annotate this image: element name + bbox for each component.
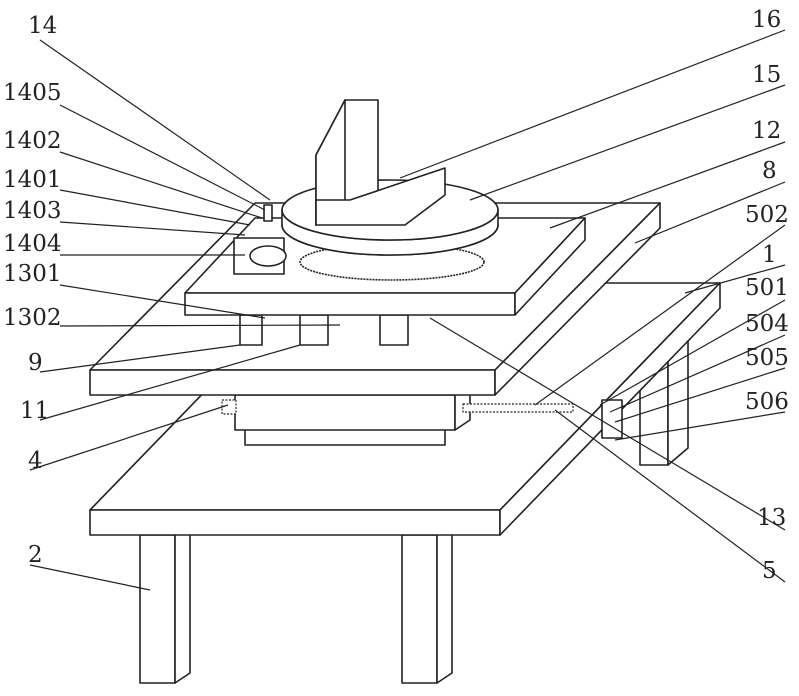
label-502: 502 [745, 202, 789, 228]
label-15: 15 [752, 62, 781, 88]
label-5: 5 [762, 558, 777, 584]
label-11: 11 [20, 398, 49, 424]
label-1: 1 [762, 242, 777, 268]
label-9: 9 [28, 350, 43, 376]
label-1405: 1405 [3, 80, 62, 106]
label-1401: 1401 [3, 167, 62, 193]
label-1402: 1402 [3, 128, 62, 154]
l-fixture [315, 99, 446, 226]
sliders [239, 314, 409, 346]
label-1301: 1301 [3, 261, 62, 287]
label-8: 8 [762, 158, 777, 184]
label-12: 12 [752, 118, 781, 144]
callout-labels-left: 14 1405 1402 1401 1403 1404 1301 1302 9 … [3, 13, 62, 568]
leader-lines [29, 29, 786, 591]
label-506: 506 [745, 389, 789, 415]
label-13: 13 [757, 505, 786, 531]
label-501: 501 [745, 275, 789, 301]
label-504: 504 [745, 311, 789, 337]
label-14: 14 [28, 13, 57, 39]
label-2: 2 [28, 542, 43, 568]
label-4: 4 [28, 448, 43, 474]
label-1403: 1403 [3, 198, 62, 224]
label-505: 505 [745, 345, 789, 371]
label-1302: 1302 [3, 305, 62, 331]
slide-block [221, 384, 623, 446]
callout-labels-right: 16 15 12 8 502 1 501 504 505 506 13 5 [745, 7, 789, 584]
label-1404: 1404 [3, 231, 62, 257]
label-16: 16 [752, 7, 781, 33]
